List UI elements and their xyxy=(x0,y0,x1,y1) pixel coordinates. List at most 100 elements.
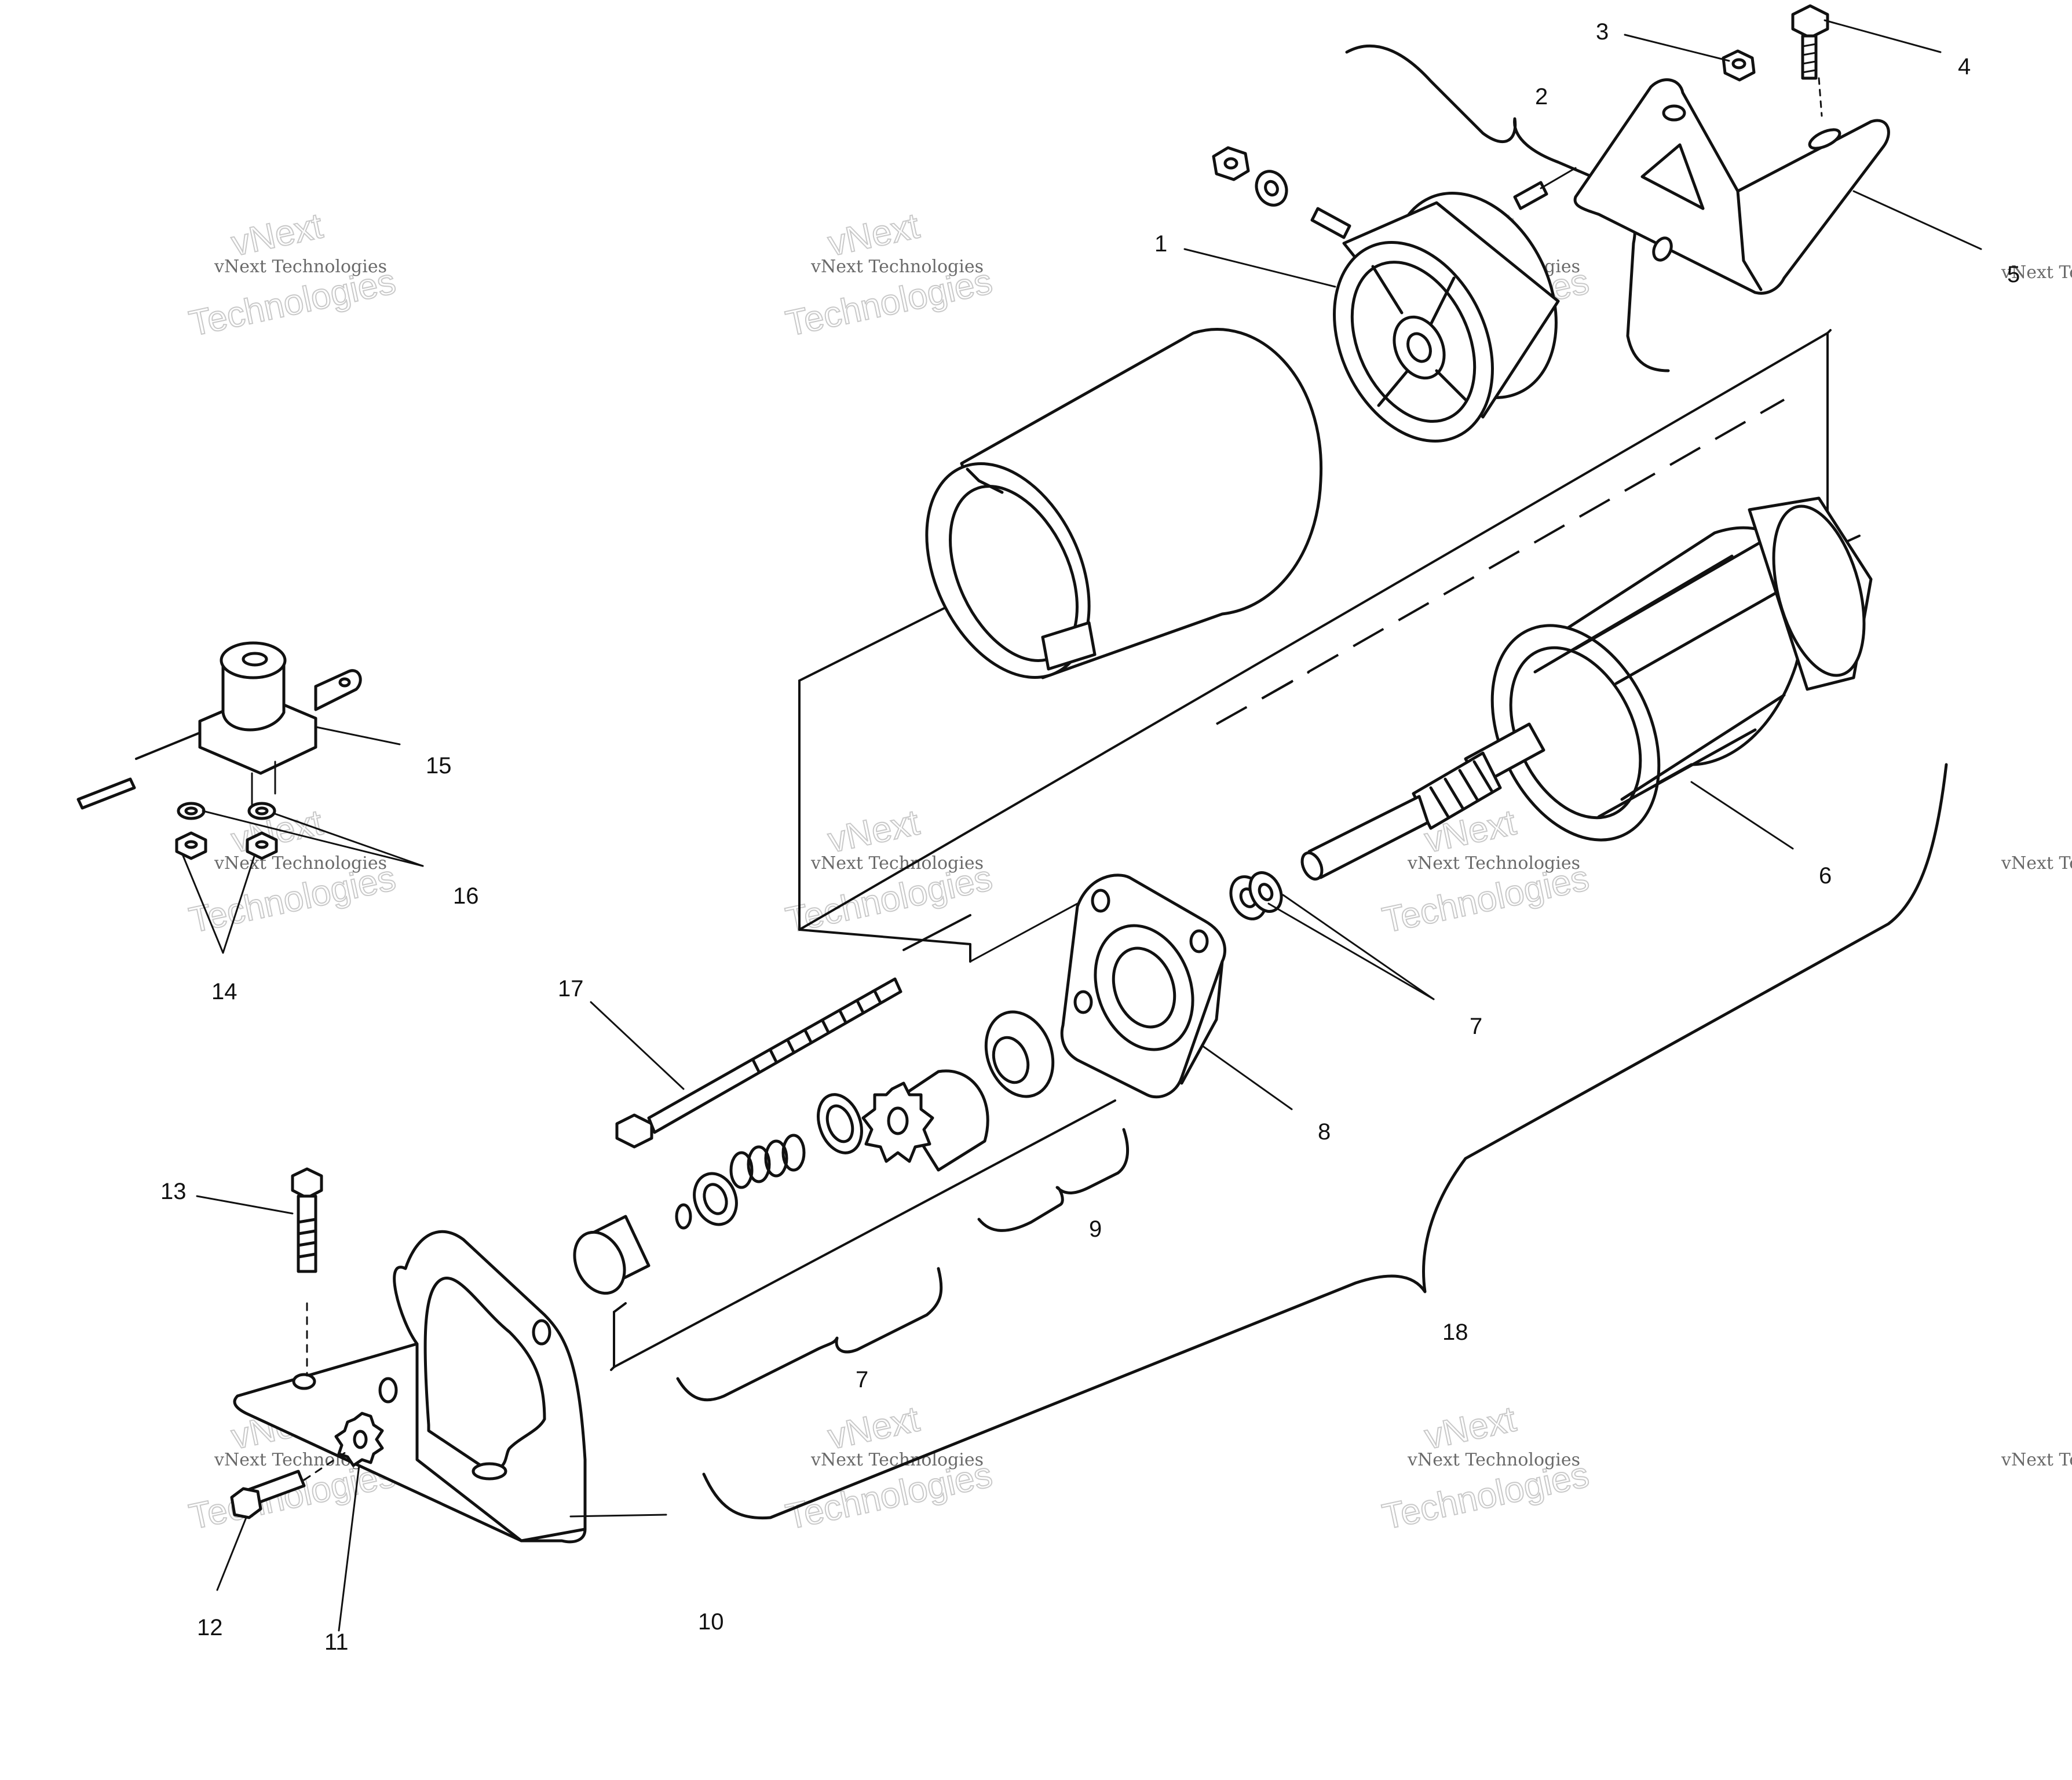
solenoid-terminal-pin xyxy=(76,777,136,810)
nut-14-right-hole xyxy=(255,840,269,849)
bolt-thread xyxy=(1801,52,1817,56)
housing-pole-shoe xyxy=(1041,621,1097,671)
watermark-small: vNext Technologies xyxy=(1407,1450,1580,1470)
leader-14-left xyxy=(181,853,224,954)
watermark-small: vNext Technologies xyxy=(2001,262,2072,283)
callout-10: 10 xyxy=(698,1609,724,1635)
armature-part-6 xyxy=(1300,496,1873,881)
spring-coil-4 xyxy=(729,1151,754,1189)
washer-16-left-hole xyxy=(184,806,198,816)
snap-ring xyxy=(675,1203,692,1230)
bolt-13-head xyxy=(291,1167,323,1200)
end-cap-nut-hole xyxy=(1223,157,1238,170)
leader-17 xyxy=(590,1001,685,1090)
drive-parts-part-7-lower xyxy=(573,1093,863,1295)
washer-16-right-hole xyxy=(255,806,269,816)
leader-16-right xyxy=(274,813,424,867)
end-cap-ribs xyxy=(1371,265,1467,407)
watermark-small: vNext Technologies xyxy=(214,853,387,873)
main-axis-dashed xyxy=(1262,399,1785,699)
end-cap-washer-hole xyxy=(1264,180,1279,197)
housing-edge-detail xyxy=(966,467,1004,494)
washers-part-7-upper xyxy=(1229,871,1283,920)
solenoid-mount-tab xyxy=(314,669,362,711)
retainer-collar-hole xyxy=(703,1183,728,1215)
mount-bracket-cutout xyxy=(423,1277,546,1470)
bolt-thread xyxy=(1801,69,1817,74)
brace-part-9 xyxy=(977,1128,1130,1232)
assembly-guides xyxy=(610,44,1948,1520)
callout-7-upper: 7 xyxy=(1470,1014,1482,1039)
axis-dashed-2 xyxy=(1216,671,1310,725)
housing-frame-top xyxy=(798,601,957,682)
brace-part-7-lower xyxy=(676,1267,943,1402)
watermark-big-1: vNext xyxy=(825,802,923,860)
callout-17: 17 xyxy=(558,976,584,1002)
watermark-big-1: vNext xyxy=(1421,1399,1519,1457)
watermark-big-1: vNext xyxy=(825,206,923,264)
watermark-tile: vNext vNext Technologies Technologies xyxy=(185,802,400,941)
watermark-tile: vNext vNext Technologies Technologies xyxy=(782,205,996,345)
spring-coil-2 xyxy=(764,1139,788,1178)
pinion-bore xyxy=(887,1106,909,1135)
solenoid-cap-center xyxy=(242,652,268,667)
leader-3 xyxy=(1624,34,1730,62)
callout-7-lower: 7 xyxy=(856,1367,868,1392)
leader-10 xyxy=(569,1514,667,1518)
washer-b-hole xyxy=(1258,883,1274,901)
callout-18: 18 xyxy=(1442,1320,1468,1345)
through-bolt-head xyxy=(615,1113,653,1149)
watermark-big-1: vNext xyxy=(825,1399,923,1457)
leader-7a-2 xyxy=(1282,894,1435,1000)
bolt-thread xyxy=(1801,43,1817,47)
mount-frame-line xyxy=(610,1311,615,1371)
callout-14: 14 xyxy=(211,979,237,1004)
nut-part-3-hole xyxy=(1731,58,1746,70)
watermark-tile: vNext Technologies xyxy=(2001,853,2072,873)
drive-flange-edge xyxy=(1180,960,1224,1085)
callout-labels: 1 2 3 4 5 6 7 7 8 9 10 11 12 13 14 15 16… xyxy=(160,19,2020,1655)
callout-8: 8 xyxy=(1318,1119,1331,1145)
mount-bracket-hole-c xyxy=(378,1377,398,1403)
watermark-small: vNext Technologies xyxy=(2001,853,2072,873)
solenoid-lead xyxy=(135,732,201,760)
armature-slots xyxy=(1533,537,1792,818)
leader-13 xyxy=(196,1195,294,1215)
callout-12: 12 xyxy=(197,1615,223,1640)
end-bracket-slot-bottom xyxy=(1652,236,1673,262)
end-cap-part-1 xyxy=(1212,146,1577,443)
watermark-tile: vNext Technologies xyxy=(2001,1450,2072,1470)
leader-14-right xyxy=(222,853,256,954)
drive-flange-hole-1 xyxy=(1091,889,1110,913)
through-bolt-threads xyxy=(751,989,882,1073)
callout-11: 11 xyxy=(324,1629,349,1655)
bolt-13-threads xyxy=(297,1218,317,1259)
bolt-part-4-head xyxy=(1791,4,1829,39)
watermark-small: vNext Technologies xyxy=(214,257,387,277)
drive-parts-part-9 xyxy=(861,1010,1055,1172)
armature-commutator-end xyxy=(1772,505,1866,677)
end-bracket-fold xyxy=(1736,189,1763,291)
spring-coil-1 xyxy=(781,1134,806,1172)
star-washer-hole xyxy=(353,1430,368,1449)
bolt-4-guide xyxy=(1818,77,1823,117)
callout-13: 13 xyxy=(160,1179,187,1204)
brace-part-2 xyxy=(1345,44,1670,372)
end-bracket-triangle-cutout xyxy=(1640,143,1705,210)
callout-3: 3 xyxy=(1596,19,1609,45)
solenoid-part-15 xyxy=(76,641,362,810)
drive-cup-inner xyxy=(992,1036,1030,1084)
callout-9: 9 xyxy=(1089,1216,1102,1242)
watermark-small: vNext Technologies xyxy=(810,853,984,873)
brace-part-18 xyxy=(702,763,1948,1520)
mount-bracket-slot-b xyxy=(472,1462,507,1481)
mount-bracket-part-10 xyxy=(233,1230,587,1544)
drive-flange-hole-3 xyxy=(1073,990,1093,1014)
leader-8 xyxy=(1201,1044,1293,1110)
drive-frame-line xyxy=(902,914,971,951)
leader-16-left xyxy=(202,810,424,867)
end-cap-bore xyxy=(1406,332,1432,363)
leader-11 xyxy=(338,1464,360,1632)
watermark-small: vNext Technologies xyxy=(1407,853,1580,873)
callout-6: 6 xyxy=(1819,863,1832,889)
